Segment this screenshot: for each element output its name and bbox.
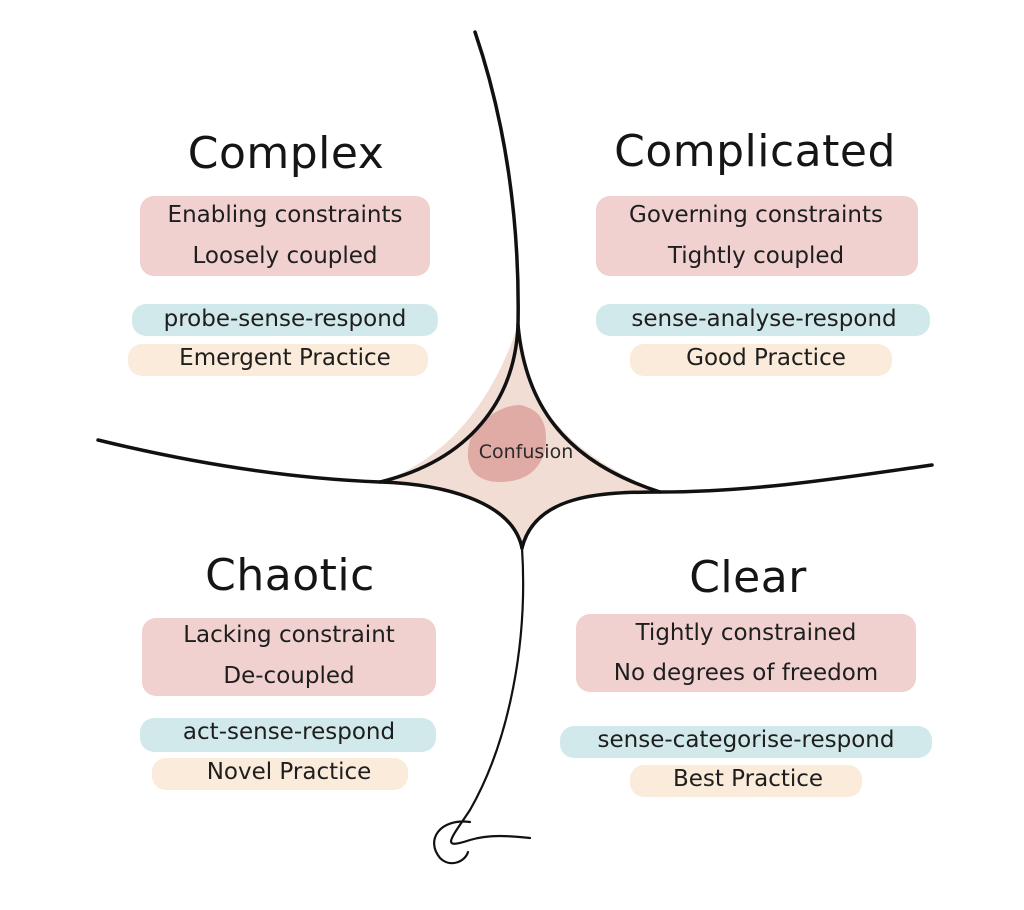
domain-title-complex: Complex	[187, 128, 385, 179]
coupling-label: Tightly coupled	[667, 243, 845, 269]
confusion-label: Confusion	[478, 441, 574, 463]
highlight-wash	[140, 718, 436, 752]
confusion-core	[467, 405, 546, 482]
highlight-wash	[140, 196, 430, 276]
highlight-wash	[596, 196, 918, 276]
constraint-label: Governing constraints	[629, 202, 883, 228]
boundary-line-lower-left	[378, 480, 524, 550]
cliff-line	[450, 546, 532, 845]
domain-title-chaotic: Chaotic	[205, 550, 375, 601]
boundary-line-top	[96, 30, 520, 484]
domain-title-clear: Clear	[689, 552, 807, 603]
response-label: probe-sense-respond	[163, 306, 407, 332]
constraint-label: Enabling constraints	[167, 202, 403, 228]
constraint-label: Lacking constraint	[183, 622, 395, 648]
highlight-wash	[630, 344, 892, 376]
boundary-line-lower-right	[520, 490, 662, 550]
practice-label: Best Practice	[672, 766, 824, 792]
highlight-wash	[596, 304, 930, 336]
coupling-label: No degrees of freedom	[613, 660, 879, 686]
practice-label: Emergent Practice	[179, 345, 391, 371]
domain-title-complicated: Complicated	[614, 126, 896, 177]
practice-label: Good Practice	[686, 345, 846, 371]
coupling-label: De-coupled	[223, 663, 355, 689]
cliff-curl	[433, 820, 472, 865]
coupling-label: Loosely coupled	[192, 243, 378, 269]
highlight-wash	[576, 614, 916, 692]
response-label: sense-analyse-respond	[631, 306, 897, 332]
highlight-wash	[630, 765, 862, 797]
practice-label: Novel Practice	[206, 759, 372, 785]
highlight-wash	[132, 304, 438, 336]
highlight-wash	[142, 618, 436, 696]
highlight-wash	[152, 758, 408, 790]
response-label: sense-categorise-respond	[597, 727, 895, 753]
response-label: act-sense-respond	[182, 719, 396, 745]
constraint-label: Tightly constrained	[635, 620, 857, 646]
highlight-wash	[128, 344, 428, 376]
highlight-washes	[128, 196, 932, 797]
highlight-wash	[560, 726, 932, 758]
